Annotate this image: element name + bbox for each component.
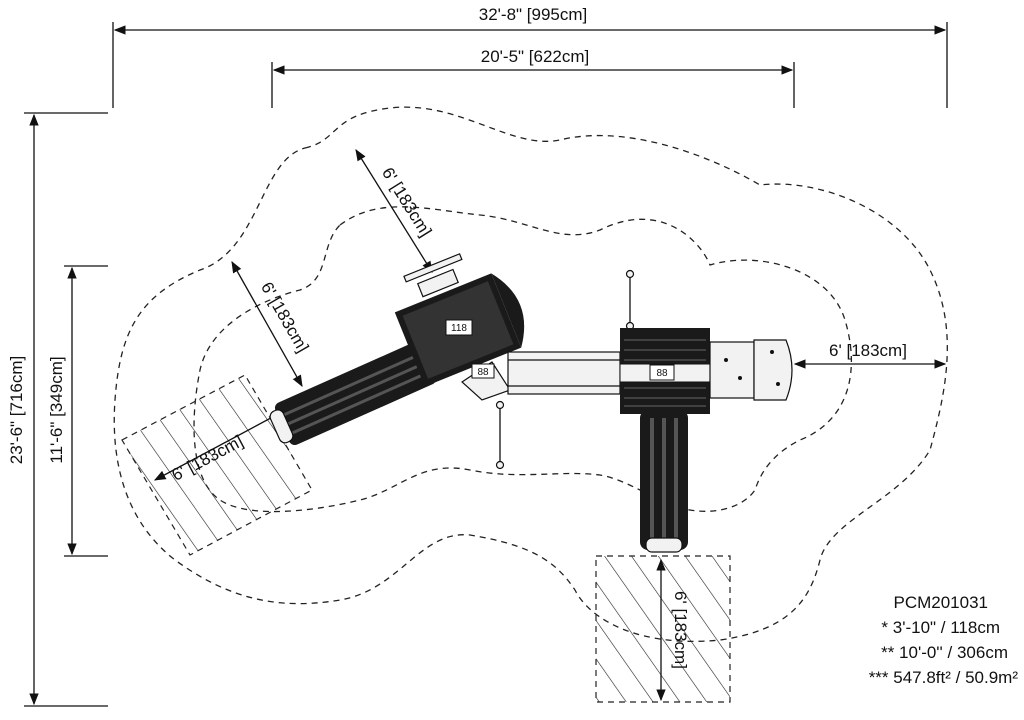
structure-width-dimension: 20'-5" [622cm] (271, 45, 795, 108)
upper-deck-tag (445, 319, 473, 336)
left-slide (269, 341, 437, 446)
small-deck-tag (471, 363, 495, 379)
clearance-top-label: 6' [183cm] (378, 164, 435, 240)
deck-height-spec: * 3'-10" / 118cm (881, 618, 1000, 637)
clearance-right-label: 6' [183cm] (829, 341, 907, 360)
clearance-top-dimension: 6' [183cm] (355, 149, 435, 273)
right-deck-number: 88 (656, 368, 668, 379)
structure-depth-dimension: 11'-6" [349cm] (47, 265, 108, 557)
overall-width-dimension: 32'-8" [995cm] (112, 4, 948, 108)
spec-block: PCM201031 * 3'-10" / 118cm ** 10'-0'' / … (869, 593, 1019, 687)
slide-zone-bottom-label: 6' [183cm] (671, 591, 690, 669)
bridge-walkway (507, 351, 621, 395)
climbing-anchors (495, 269, 635, 470)
small-deck-number: 88 (477, 367, 489, 378)
overall-width-label: 32'-8" [995cm] (479, 5, 588, 24)
structure-depth-label: 11'-6" [349cm] (47, 356, 66, 463)
slide-zone-bottom-dimension: 6' [183cm] (656, 558, 690, 702)
bottom-slide (640, 410, 688, 553)
fall-height-spec: ** 10'-0'' / 306cm (881, 643, 1008, 662)
overall-depth-label: 23'-6" [716cm] (7, 356, 26, 465)
clearance-right-dimension: 6' [183cm] (793, 341, 947, 369)
upper-deck-number: 118 (451, 323, 467, 334)
clearance-left-label: 6' [183cm] (257, 279, 312, 356)
outer-use-zone (113, 106, 948, 642)
model-number: PCM201031 (893, 593, 988, 612)
structure-width-label: 20'-5" [622cm] (481, 47, 590, 66)
slide-exit-zone-bottom (595, 555, 731, 703)
overall-depth-dimension: 23'-6" [716cm] (7, 112, 108, 707)
right-deck-tag (649, 364, 675, 381)
play-structure: 118 88 88 (269, 253, 793, 553)
clearance-left-dimension: 6' [183cm] (231, 260, 312, 388)
right-steps (753, 339, 793, 401)
use-zone-area-spec: *** 547.8ft² / 50.9m² (869, 668, 1019, 687)
right-step-platform (709, 341, 755, 399)
